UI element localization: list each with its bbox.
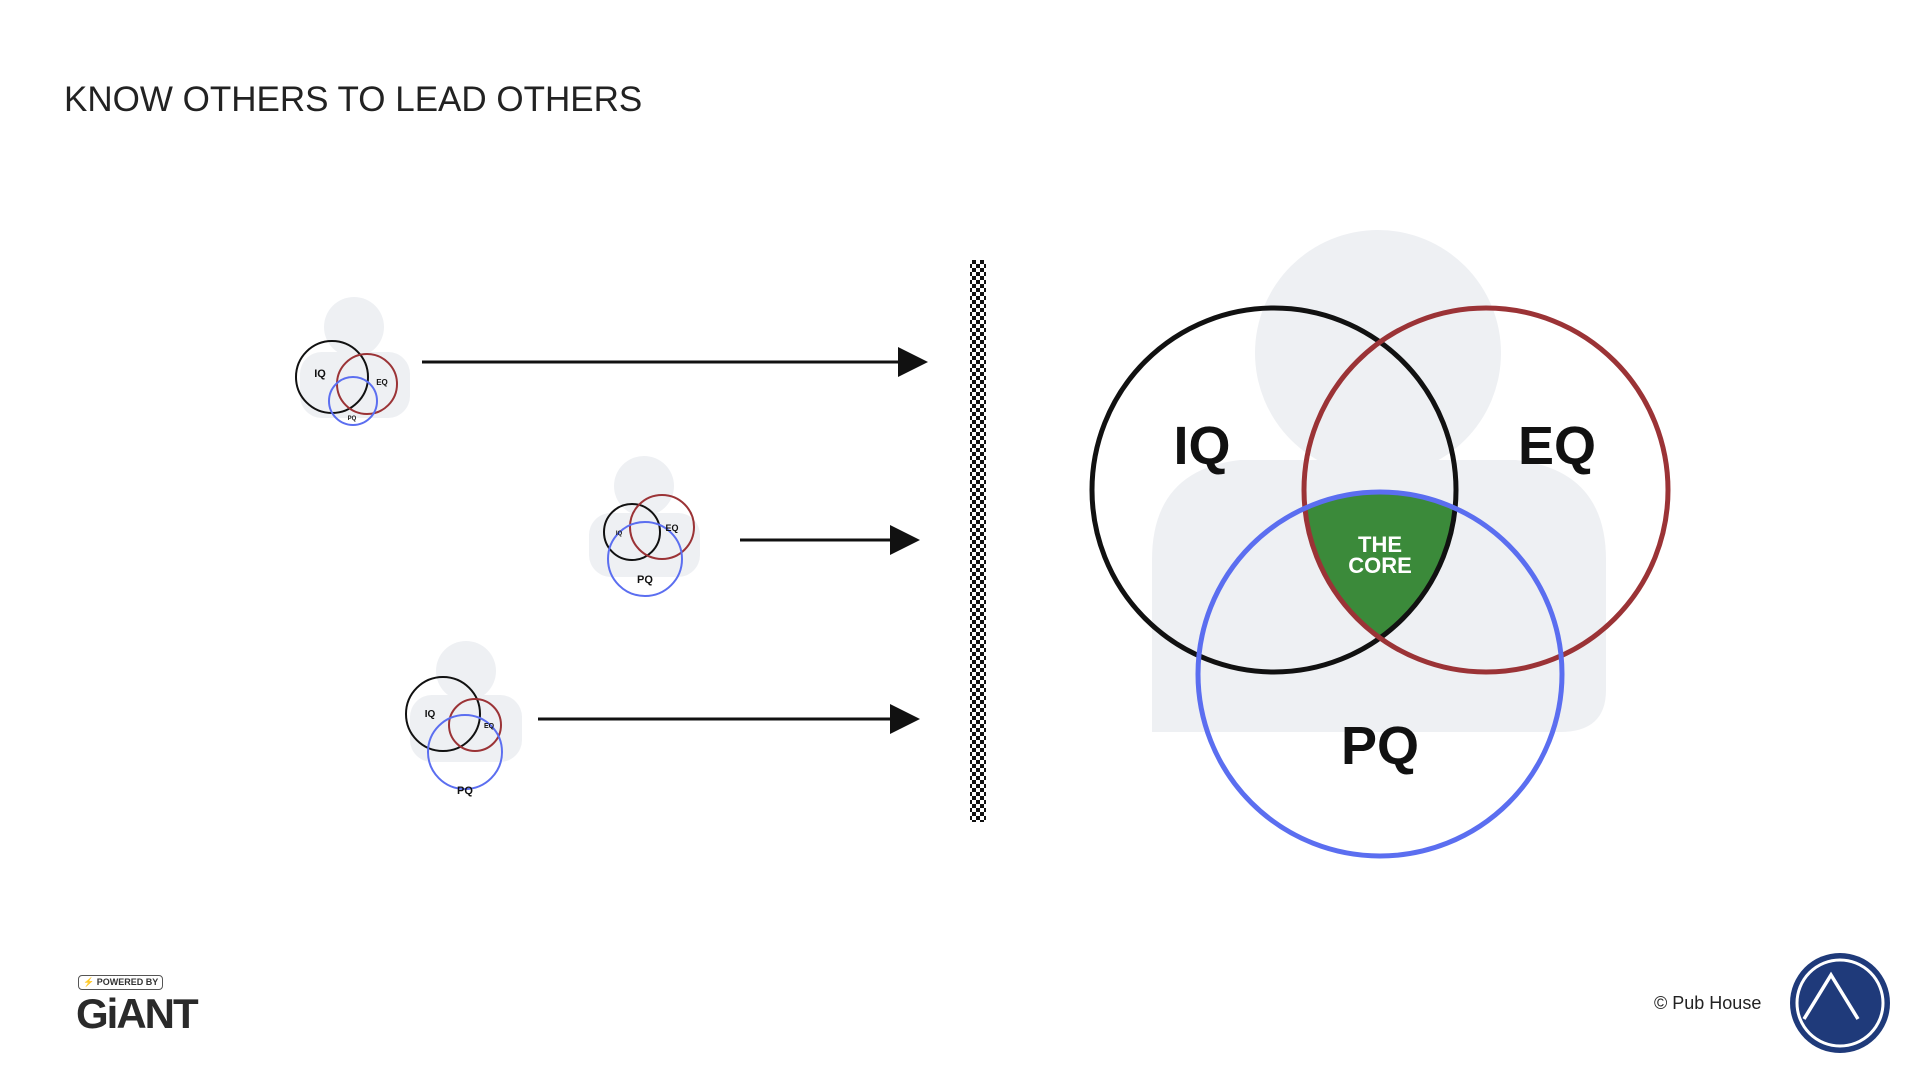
giant-logo: GiANT	[76, 990, 199, 1037]
iq-label: IQ	[616, 531, 623, 537]
pub-house-logo-icon	[1790, 953, 1890, 1053]
core-label-line2: CORE	[1348, 553, 1412, 578]
person-silhouette	[589, 456, 700, 577]
pq-label: PQ	[348, 416, 357, 422]
iq-circle	[603, 503, 661, 561]
eq-label: EQ	[484, 723, 495, 730]
pq-circle	[607, 521, 683, 597]
eq-circle	[448, 698, 502, 752]
pq-circle	[1195, 489, 1565, 859]
pq-circle	[328, 376, 378, 426]
checkered-finish-line	[970, 260, 986, 822]
person-silhouette	[410, 641, 522, 762]
iq-label: IQ	[1173, 416, 1230, 476]
small-venn-2: IQ EQ PQ	[589, 456, 700, 597]
person-silhouette	[1152, 230, 1606, 732]
iq-label: IQ	[314, 368, 326, 380]
pq-circle	[427, 714, 503, 790]
eq-circle	[1301, 305, 1671, 675]
pq-label: PQ	[1341, 716, 1419, 776]
small-venn-1: IQ EQ PQ	[295, 297, 410, 426]
pq-label: PQ	[457, 785, 473, 797]
small-venn-3: IQ EQ PQ	[405, 641, 522, 797]
eq-label: EQ	[665, 523, 678, 533]
main-venn: IQ EQ PQ THE CORE	[1089, 230, 1671, 859]
eq-label: EQ	[1518, 416, 1596, 476]
iq-circle	[1089, 305, 1459, 675]
core-label-line1: THE	[1358, 532, 1402, 557]
page-title: KNOW OTHERS TO LEAD OTHERS	[64, 80, 643, 119]
iq-circle	[405, 676, 481, 752]
pq-label: PQ	[637, 574, 653, 586]
eq-label: EQ	[376, 378, 388, 387]
eq-circle	[629, 494, 695, 560]
iq-label: IQ	[425, 709, 436, 720]
copyright-text: © Pub House	[1654, 993, 1762, 1013]
powered-by-badge: ⚡ POWERED BY	[78, 975, 164, 990]
